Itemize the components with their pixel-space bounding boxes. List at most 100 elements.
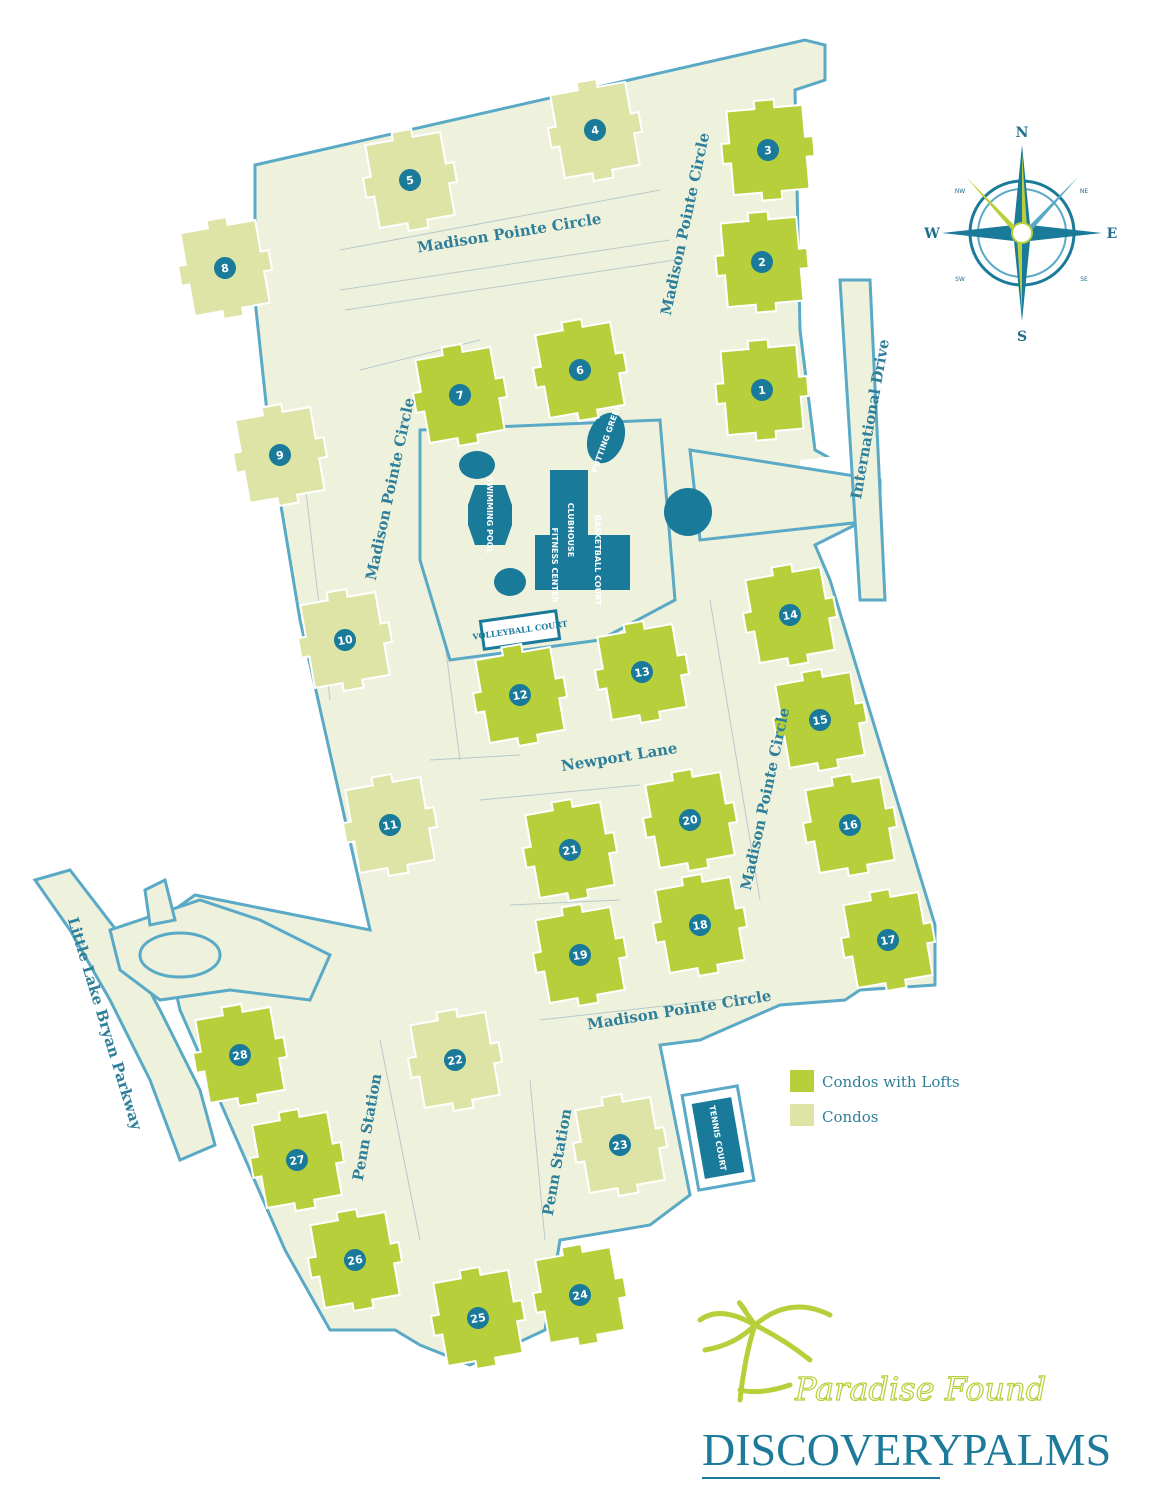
building-15: 15	[771, 667, 869, 773]
roundabout-pond	[664, 488, 712, 536]
building-number: 25	[469, 1311, 486, 1326]
building-number-badge	[559, 839, 581, 861]
building-number-badge	[584, 119, 606, 141]
building-25: 25	[429, 1265, 527, 1371]
building-17: 17	[839, 887, 937, 993]
building-number: 8	[220, 261, 230, 275]
compass-sw: SW	[955, 276, 965, 283]
building-2: 2	[714, 210, 810, 314]
building-number: 12	[511, 688, 528, 703]
amenity-area: SWIMMING POOL CLUBHOUSE FITNESS CENTER B…	[418, 402, 756, 1192]
building-7: 7	[411, 342, 509, 448]
legend-label-lofts: Condos with Lofts	[822, 1073, 960, 1091]
fitness-label: FITNESS CENTER	[550, 527, 559, 602]
building-number: 21	[561, 843, 578, 858]
building-number-badge	[609, 1134, 631, 1156]
building-26: 26	[306, 1207, 404, 1313]
building-number-badge	[751, 379, 773, 401]
building-5: 5	[361, 127, 459, 233]
basketball-label: BASKETBALL COURT	[593, 515, 602, 606]
building-3: 3	[720, 98, 816, 202]
brand-second: PALMS	[962, 1424, 1111, 1475]
building-24: 24	[531, 1242, 629, 1348]
building-number: 20	[681, 813, 699, 829]
building-number-badge	[877, 929, 899, 951]
pond-south	[494, 568, 526, 596]
building-number-badge	[449, 384, 471, 406]
building-number-badge	[379, 814, 401, 836]
swimming-pool: SWIMMING POOL	[468, 476, 512, 554]
pool-label: SWIMMING POOL	[485, 476, 494, 553]
building-27: 27	[248, 1107, 346, 1213]
building-16: 16	[801, 772, 899, 878]
building-14: 14	[741, 562, 839, 668]
building-number: 3	[764, 144, 773, 158]
legend: Condos with Lofts Condos	[790, 1070, 960, 1126]
building-number: 4	[590, 123, 600, 137]
building-number-badge	[467, 1307, 489, 1329]
building-number: 11	[381, 818, 398, 833]
clubhouse-label: CLUBHOUSE	[566, 503, 575, 558]
building-number-badge	[679, 809, 701, 831]
building-number: 26	[346, 1253, 364, 1269]
building-20: 20	[641, 767, 739, 873]
building-18: 18	[651, 872, 749, 978]
building-number-badge	[689, 914, 711, 936]
building-number: 28	[231, 1048, 248, 1063]
building-number-badge	[631, 661, 653, 683]
building-number-badge	[751, 251, 773, 273]
building-number-badge	[809, 709, 831, 731]
building-number: 15	[811, 713, 828, 728]
building-19: 19	[531, 902, 629, 1008]
building-number: 19	[571, 948, 588, 963]
compass-e: E	[1107, 226, 1118, 242]
building-number-badge	[839, 814, 861, 836]
building-8: 8	[176, 215, 274, 321]
building-number-badge	[569, 359, 591, 381]
palm-tree-icon	[697, 1300, 833, 1403]
compass-nw: NW	[955, 188, 965, 195]
building-number-badge	[229, 1044, 251, 1066]
building-number-badge	[569, 1284, 591, 1306]
legend-label-condos: Condos	[822, 1108, 879, 1126]
building-number: 7	[455, 388, 465, 402]
building-number: 9	[275, 448, 285, 462]
building-10: 10	[296, 587, 394, 693]
building-number: 2	[758, 256, 767, 270]
building-number: 14	[781, 608, 799, 624]
brand-script: Paradise Found	[794, 1370, 1046, 1408]
building-number-badge	[334, 629, 356, 651]
building-number: 24	[571, 1288, 589, 1304]
building-number-badge	[779, 604, 801, 626]
building-12: 12	[471, 642, 569, 748]
building-11: 11	[341, 772, 439, 878]
building-number-badge	[569, 944, 591, 966]
building-number: 22	[446, 1053, 463, 1068]
building-number: 10	[336, 633, 354, 649]
building-number: 13	[633, 665, 650, 680]
pond-north	[459, 451, 495, 479]
building-4: 4	[546, 77, 644, 183]
building-number: 5	[405, 173, 415, 187]
building-23: 23	[571, 1092, 669, 1198]
building-28: 28	[191, 1002, 289, 1108]
building-number-badge	[509, 684, 531, 706]
building-number-badge	[286, 1149, 308, 1171]
compass-rose: N S E W NE NW SE SW	[923, 125, 1117, 345]
building-number: 16	[841, 818, 859, 834]
compass-se: SE	[1080, 276, 1088, 283]
tennis-court: TENNIS COURT	[680, 1084, 756, 1192]
building-6: 6	[531, 317, 629, 423]
building-number-badge	[269, 444, 291, 466]
building-number-badge	[214, 257, 236, 279]
compass-ne: NE	[1080, 188, 1088, 195]
buildings: 1234567891011121314151617181920212223242…	[176, 77, 937, 1371]
brand-first: DISCOVERY	[702, 1424, 963, 1475]
legend-swatch-condos	[790, 1104, 814, 1126]
building-13: 13	[593, 619, 691, 725]
compass-s: S	[1017, 329, 1027, 345]
building-9: 9	[231, 402, 329, 508]
building-1: 1	[714, 338, 810, 442]
